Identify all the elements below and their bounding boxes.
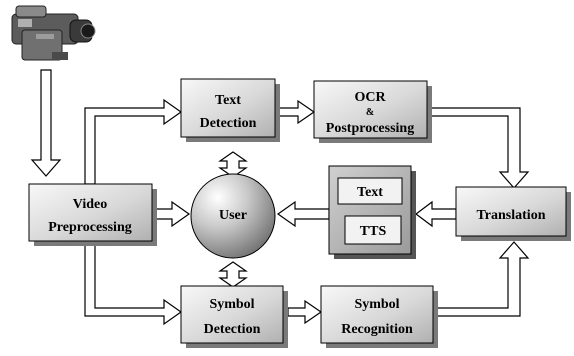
video-camera-icon (11, 5, 96, 61)
arrow-ocr-to-translation (426, 107, 530, 189)
video-preprocessing-box: Video Preprocessing (28, 183, 157, 246)
symbol-recognition-label-line1: Symbol (354, 297, 399, 312)
arrow-video-to-user (154, 200, 191, 228)
video-preprocessing-label-line1: Video (73, 197, 107, 212)
arrow-user-symbol-detection (218, 261, 248, 288)
text-detection-label-line1: Text (215, 93, 241, 108)
tts-output-box (344, 215, 402, 245)
user-label: User (219, 208, 247, 223)
text-output-label: Text (357, 185, 383, 200)
tts-output-label: TTS (360, 224, 387, 239)
arrow-camera-to-video (30, 69, 62, 177)
arrow-translation-to-output (415, 200, 457, 228)
symbol-detection-label-line1: Symbol (209, 297, 254, 312)
arrow-text-detection-to-ocr (274, 99, 316, 125)
translation-box: Translation (455, 186, 571, 241)
arrow-video-to-text-detection (84, 98, 183, 185)
text-detection-box: Text Detection (180, 78, 280, 142)
symbol-recognition-box: Symbol Recognition (320, 285, 438, 348)
arrow-output-to-user (276, 200, 330, 228)
text-output-box (337, 177, 403, 205)
user-sphere: User (190, 173, 276, 259)
ocr-label-line1: OCR (354, 90, 386, 105)
arrow-symbol-detection-to-recognition (287, 299, 323, 325)
video-preprocessing-label-line2: Preprocessing (48, 220, 131, 235)
arrow-user-text-detection (218, 151, 248, 178)
ocr-label-line2: & (366, 107, 374, 118)
translation-label: Translation (477, 208, 546, 223)
symbol-recognition-label-line2: Recognition (341, 322, 413, 337)
output-panel: Text TTS (328, 165, 416, 259)
symbol-detection-box: Symbol Detection (180, 285, 288, 348)
ocr-label-line3: Postprocessing (326, 121, 414, 136)
symbol-detection-label-line2: Detection (204, 322, 261, 337)
arrow-recognition-to-translation (432, 241, 530, 317)
ocr-postprocessing-box: OCR & Postprocessing (313, 80, 432, 143)
arrow-video-to-symbol-detection (84, 242, 183, 326)
text-detection-label-line2: Detection (200, 116, 257, 131)
